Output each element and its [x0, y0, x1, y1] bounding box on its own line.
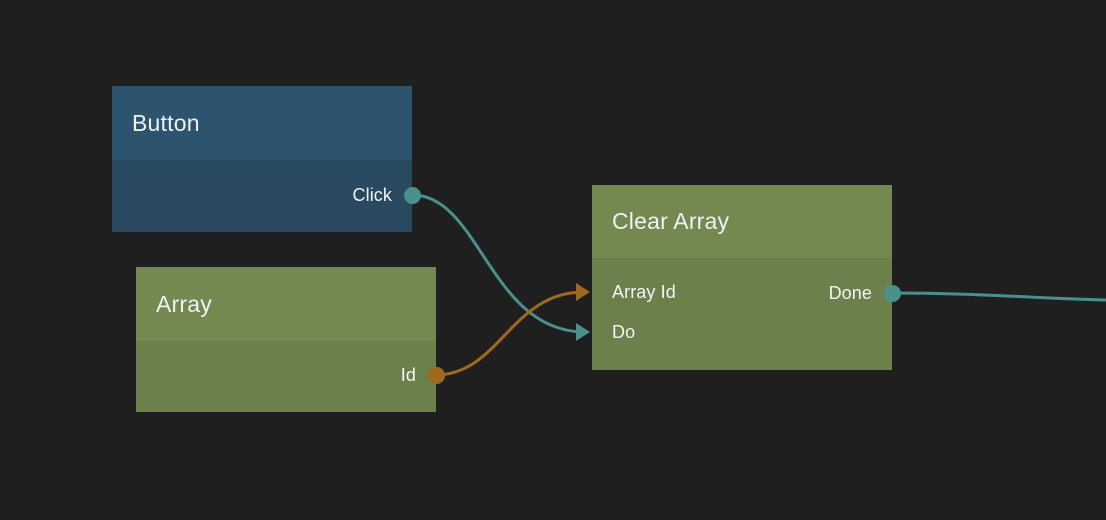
port-arrow-array-id-icon[interactable] [576, 283, 590, 301]
port-connector-click[interactable] [403, 186, 421, 204]
node-array-title: Array [156, 290, 212, 317]
port-label-id: Id [400, 364, 416, 385]
edge-click-to-do[interactable] [411, 193, 586, 334]
node-array[interactable]: Array Id [136, 267, 445, 412]
node-clear-array-body: Array Id Do Done [576, 258, 901, 370]
port-row-array-id[interactable]: Array Id [592, 281, 912, 303]
edge-id-to-array-id[interactable] [432, 290, 586, 377]
port-row-id[interactable]: Id [116, 364, 436, 386]
port-label-click: Click [352, 184, 392, 205]
node-array-header[interactable]: Array [136, 267, 436, 341]
port-label-array-id: Array Id [612, 281, 676, 302]
node-clear-array[interactable]: Clear Array Array Id Do Done [576, 185, 901, 370]
port-label-do: Do [612, 321, 636, 342]
node-button-body: Click [112, 160, 421, 232]
port-label-done: Done [828, 282, 872, 303]
node-clear-array-title: Clear Array [612, 208, 730, 234]
node-clear-array-header[interactable]: Clear Array [592, 185, 892, 258]
port-arrow-do-icon[interactable] [576, 323, 590, 341]
edge-done-out[interactable] [889, 291, 1106, 302]
port-row-do[interactable]: Do [592, 321, 912, 343]
node-button-title: Button [132, 109, 200, 136]
node-button[interactable]: Button Click [112, 86, 421, 232]
node-array-body: Id [136, 341, 445, 412]
port-connector-id[interactable] [427, 366, 445, 384]
port-row-done[interactable]: Done [572, 282, 892, 304]
node-button-header[interactable]: Button [112, 86, 412, 160]
port-connector-done[interactable] [883, 284, 901, 302]
port-row-click[interactable]: Click [92, 184, 412, 206]
